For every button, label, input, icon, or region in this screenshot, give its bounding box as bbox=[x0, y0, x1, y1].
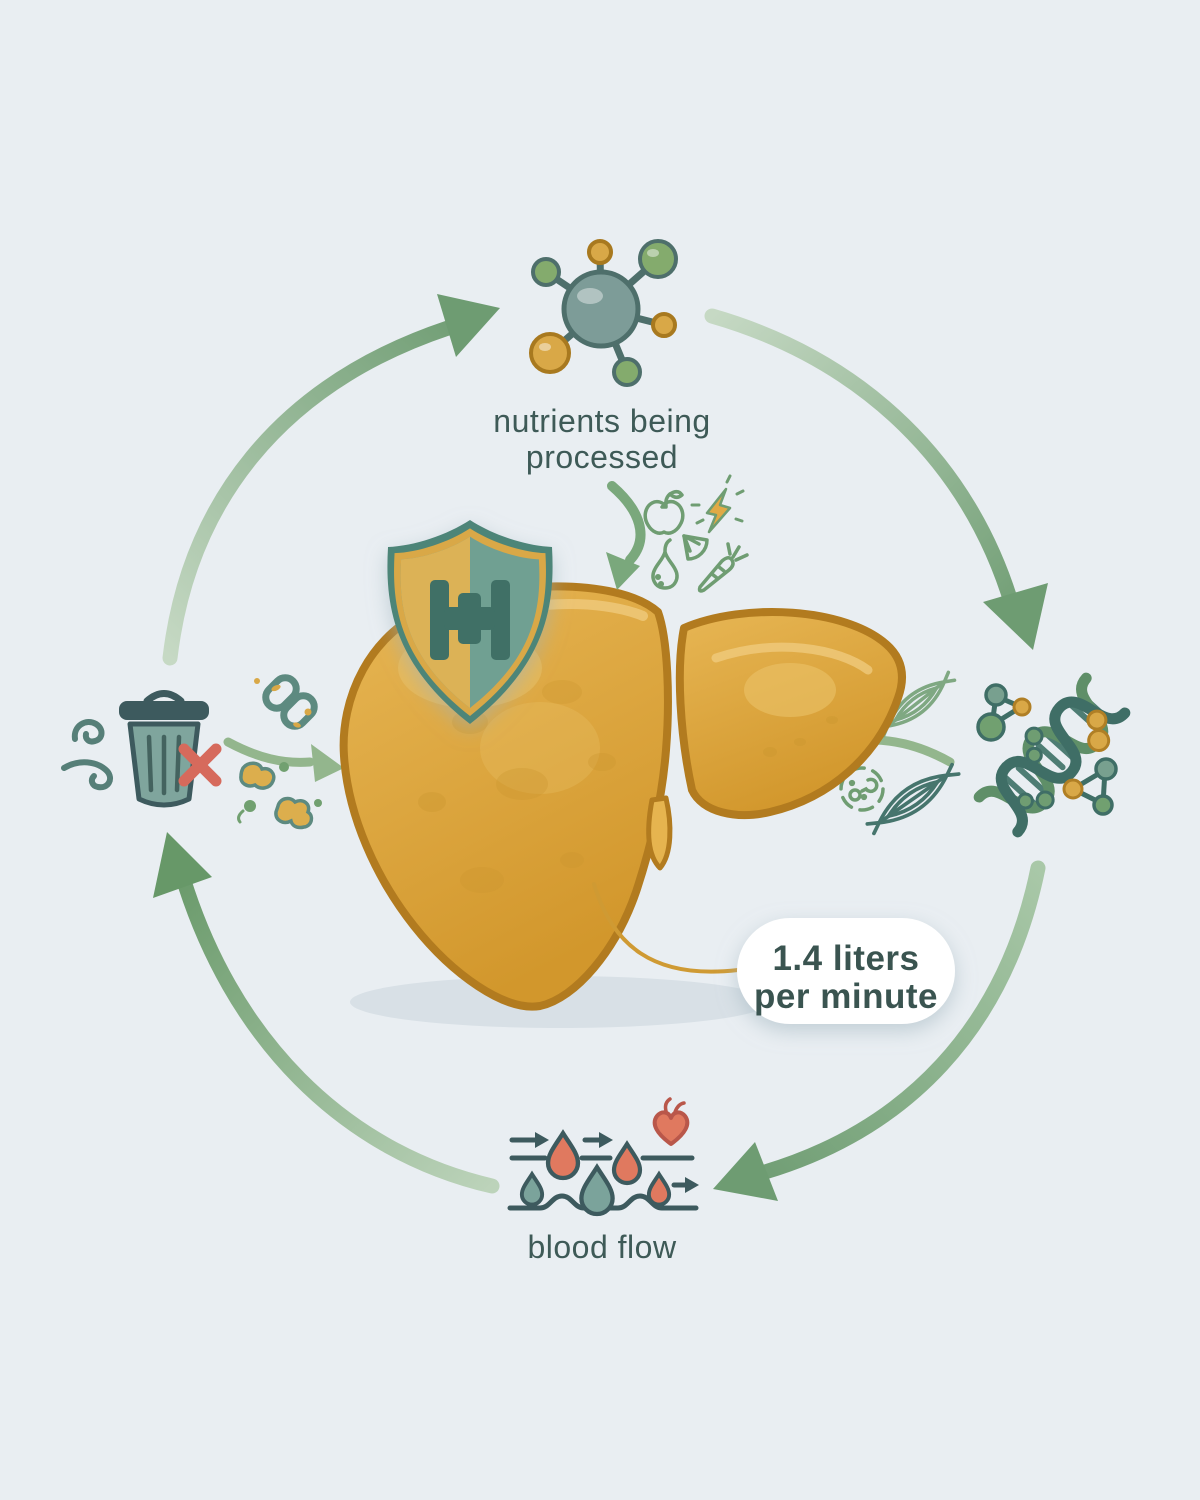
dna-icon bbox=[973, 672, 1131, 838]
small-molecule-icon bbox=[1062, 757, 1118, 816]
badge-line1: 1.4 liters bbox=[772, 939, 919, 978]
shield-cross-icon bbox=[387, 520, 553, 724]
chain-link-icon bbox=[262, 674, 318, 730]
lemon-slice-icon bbox=[682, 534, 709, 561]
cycle-arrow-top-to-right bbox=[704, 308, 1048, 650]
wind-icon bbox=[61, 719, 113, 791]
apple-icon bbox=[643, 490, 685, 535]
red-x-icon bbox=[178, 743, 222, 787]
cell-icon bbox=[839, 766, 885, 812]
carrot-icon bbox=[697, 542, 749, 593]
pear-icon bbox=[651, 538, 679, 590]
nutrients-label-line1: nutrients being bbox=[493, 403, 710, 439]
gold-specks bbox=[254, 678, 312, 728]
h-cross-emblem bbox=[430, 580, 510, 660]
blood-drops-icon bbox=[519, 1129, 672, 1217]
cycle-arrow-left-to-top bbox=[162, 294, 500, 666]
lightning-icon bbox=[690, 474, 745, 534]
waste-cluster bbox=[61, 674, 344, 830]
blood-flow-icon bbox=[507, 1097, 699, 1217]
muscle-fiber-icon bbox=[865, 762, 961, 836]
badge-callout: 1.4 liters per minute bbox=[737, 918, 955, 1024]
food-icons bbox=[643, 474, 749, 593]
toxin-blobs bbox=[237, 761, 322, 830]
heart-icon bbox=[652, 1097, 690, 1146]
waste-arrow bbox=[223, 737, 344, 782]
badge-line2: per minute bbox=[754, 977, 938, 1016]
nutrients-down-arrow bbox=[606, 481, 646, 590]
nutrients-label-line2: processed bbox=[526, 439, 678, 475]
flow-arrowheads bbox=[535, 1132, 699, 1193]
molecule-icon bbox=[529, 239, 678, 387]
blood-flow-label: blood flow bbox=[527, 1229, 676, 1265]
cycle-arrow-right-to-bottom bbox=[713, 860, 1046, 1201]
cycle-arrow-bottom-to-left bbox=[153, 832, 500, 1194]
small-molecule-icon bbox=[976, 683, 1032, 742]
gallbladder-drip bbox=[646, 795, 673, 871]
callout-line bbox=[592, 882, 740, 974]
